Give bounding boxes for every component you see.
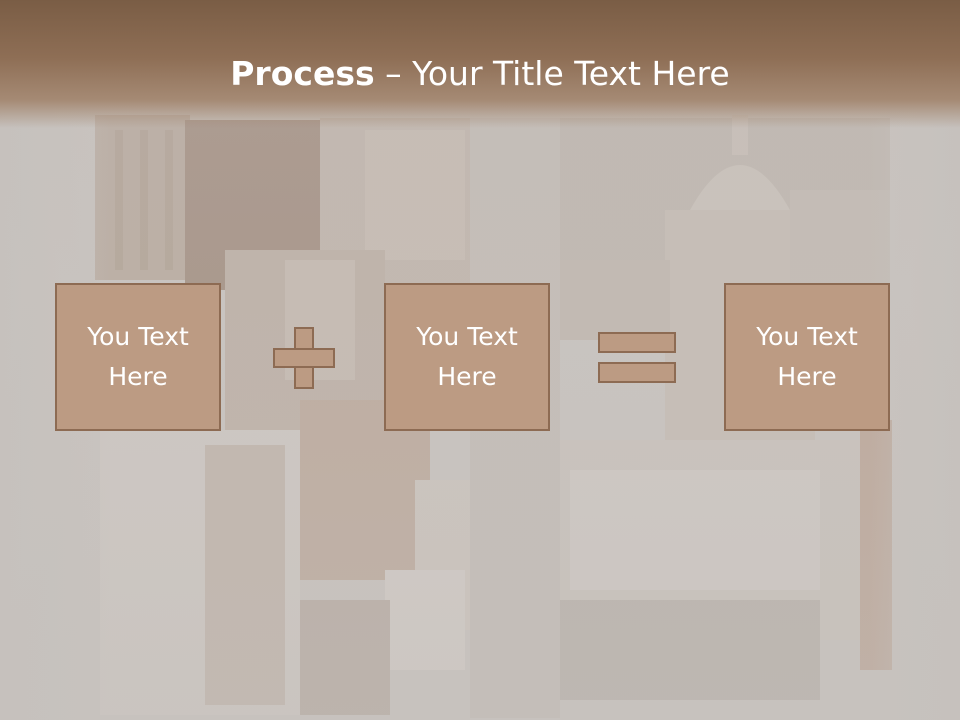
equals-icon-bottom-bar xyxy=(598,362,676,383)
process-box-1[interactable]: You Text Here xyxy=(55,283,221,431)
slide-title: Process – Your Title Text Here xyxy=(0,54,960,94)
title-bold: Process xyxy=(230,54,375,93)
title-rest: – Your Title Text Here xyxy=(374,54,730,93)
process-box-1-label: You Text Here xyxy=(87,322,189,391)
process-box-2[interactable]: You Text Here xyxy=(384,283,550,431)
plus-icon xyxy=(273,327,335,389)
title-bar xyxy=(0,0,960,128)
equals-icon-top-bar xyxy=(598,332,676,353)
process-box-2-label: You Text Here xyxy=(416,322,518,391)
process-box-3[interactable]: You Text Here xyxy=(724,283,890,431)
process-box-3-label: You Text Here xyxy=(756,322,858,391)
